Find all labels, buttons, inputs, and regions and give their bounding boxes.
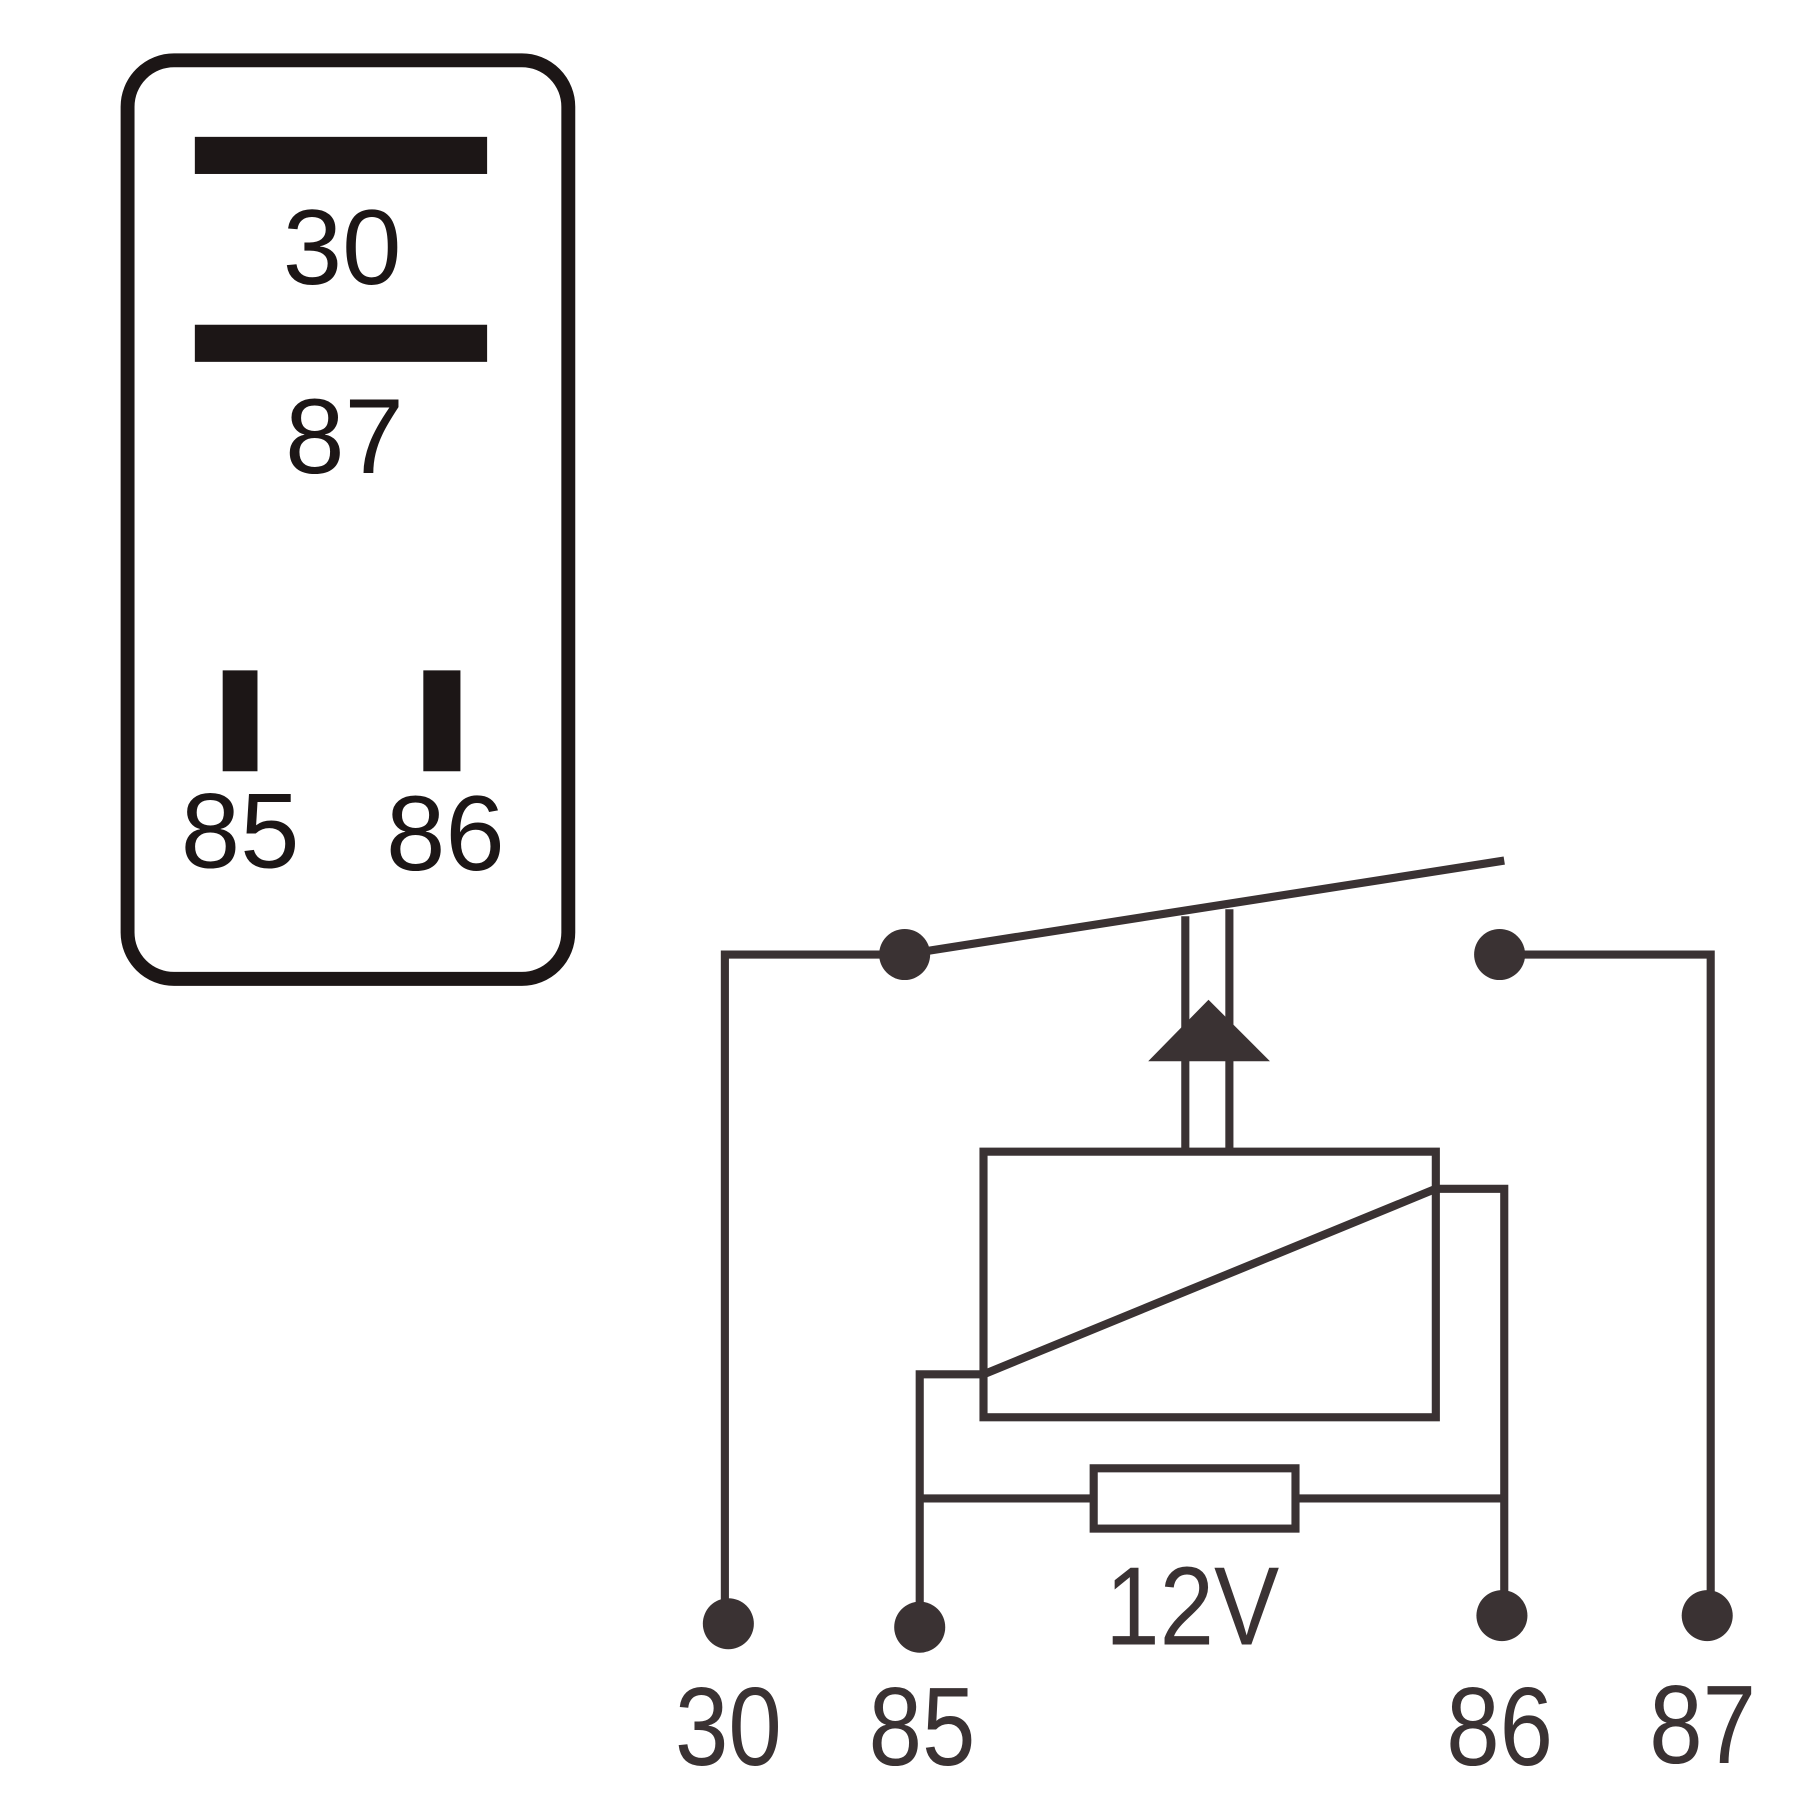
terminal-87-label: 87 — [1649, 1662, 1756, 1787]
pin-86-label: 86 — [386, 773, 505, 893]
terminal-85-label: 85 — [869, 1664, 976, 1789]
wire-86 — [1435, 1184, 1509, 1616]
voltage-label: 12V — [1105, 1544, 1279, 1669]
terminal-86-label: 86 — [1446, 1664, 1553, 1789]
coil-diagonal — [981, 1185, 1438, 1379]
terminal-87-dot — [1681, 1590, 1733, 1642]
switch-no-contact — [1474, 928, 1526, 981]
terminal-30-label: 30 — [675, 1664, 782, 1789]
pin-87-blade — [194, 324, 488, 362]
wire-30 — [720, 950, 905, 1622]
switch-arm — [904, 856, 1505, 959]
pin-30-blade — [194, 136, 488, 174]
coil — [979, 1147, 1440, 1422]
pin-30-label: 30 — [283, 187, 402, 307]
terminal-86-dot — [1476, 1590, 1528, 1642]
wire-85 — [915, 1370, 984, 1624]
pin-85-label: 85 — [181, 771, 300, 891]
switch-common-contact — [879, 928, 931, 981]
resistor — [1089, 1464, 1300, 1533]
relay-pinout: 30 87 85 86 — [120, 53, 576, 986]
terminal-30-dot — [702, 1598, 754, 1650]
wire-87 — [1499, 950, 1715, 1616]
pin-87-label: 87 — [285, 376, 404, 496]
pin-86-blade — [423, 670, 461, 772]
pin-85-blade — [222, 670, 258, 772]
relay-schematic — [702, 856, 1733, 1653]
terminal-85-dot — [894, 1601, 946, 1653]
relay-housing — [120, 53, 576, 986]
actuator-arrow-icon — [1148, 999, 1270, 1062]
